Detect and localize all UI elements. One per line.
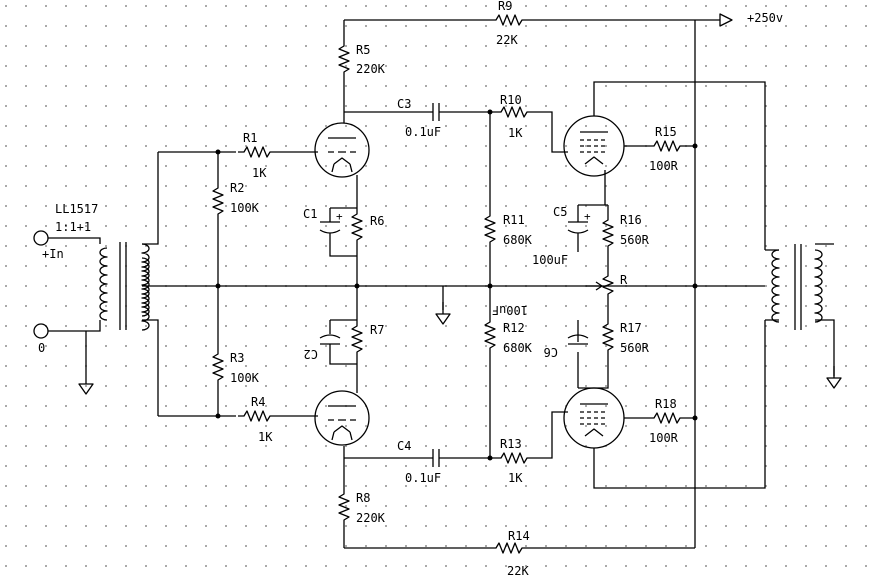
transformer-in-ratio: 1:1+1 — [55, 220, 91, 234]
r5-value: 220K — [356, 62, 386, 76]
resistor-r6 — [351, 207, 363, 249]
output-transformer — [765, 243, 835, 376]
r17-value: 560R — [620, 341, 650, 355]
r11-value: 680K — [503, 233, 533, 247]
r7-label: R7 — [370, 323, 384, 337]
r2-value: 100K — [230, 201, 260, 215]
supply-label: +250v — [747, 11, 783, 25]
r4-value: 1K — [258, 430, 273, 444]
input-terminal-zero — [33, 323, 49, 339]
capacitor-c5: + — [567, 210, 591, 240]
r5-label: R5 — [356, 43, 370, 57]
triode-upper — [314, 122, 370, 178]
resistor-r1 — [237, 146, 279, 158]
c5-value: 100uF — [532, 253, 568, 267]
capacitor-c4 — [419, 448, 453, 468]
r8-label: R8 — [356, 491, 370, 505]
c6-label: C6 — [544, 345, 558, 359]
r6-label: R6 — [370, 214, 384, 228]
r3-value: 100K — [230, 371, 260, 385]
resistor-r16 — [602, 213, 614, 255]
capacitor-c6 — [567, 334, 589, 345]
svg-text:+: + — [336, 210, 343, 223]
resistor-r11 — [484, 209, 496, 251]
ground-symbol-center — [435, 301, 451, 325]
resistor-r8 — [338, 487, 350, 529]
supply-arrow-icon — [719, 13, 733, 27]
c4-value: 0.1uF — [405, 471, 441, 485]
resistor-r5 — [338, 39, 350, 81]
r10-label: R10 — [500, 93, 522, 107]
triode-lower — [314, 390, 370, 446]
resistor-r9 — [489, 14, 531, 26]
transformer-in-name: LL1517 — [55, 202, 98, 216]
r3-label: R3 — [230, 351, 244, 365]
r18-label: R18 — [655, 397, 677, 411]
r8-value: 220K — [356, 511, 386, 525]
r10-value: 1K — [508, 126, 523, 140]
r16-label: R16 — [620, 213, 642, 227]
ground-symbol-output — [826, 365, 842, 389]
capacitor-c3 — [419, 102, 453, 122]
r14-label: R14 — [508, 529, 530, 543]
r1-value: 1K — [252, 166, 267, 180]
c6-value: 100uF — [492, 303, 528, 317]
resistor-r14 — [489, 542, 531, 554]
c4-label: C4 — [397, 439, 411, 453]
capacitor-c2 — [319, 320, 341, 356]
r12-value: 680K — [503, 341, 533, 355]
resistor-r3 — [212, 347, 224, 389]
input-zero-label: 0 — [38, 341, 45, 355]
resistor-r2 — [212, 181, 224, 223]
resistor-r10 — [494, 106, 536, 118]
r11-label: R11 — [503, 213, 525, 227]
r15-label: R15 — [655, 125, 677, 139]
r13-label: R13 — [500, 437, 522, 451]
r13-value: 1K — [508, 471, 523, 485]
resistor-r4 — [237, 410, 279, 422]
r18-value: 100R — [649, 431, 679, 445]
svg-text:+: + — [584, 210, 591, 223]
r12-label: R12 — [503, 321, 525, 335]
c2-label: C2 — [304, 347, 318, 361]
r17-label: R17 — [620, 321, 642, 335]
c5-label: C5 — [553, 205, 567, 219]
input-terminal-plus — [33, 230, 49, 246]
pot-label: R — [620, 273, 628, 287]
c3-label: C3 — [397, 97, 411, 111]
c1-label: C1 — [303, 207, 317, 221]
ground-symbol-input — [78, 371, 94, 395]
r15-value: 100R — [649, 159, 679, 173]
resistor-r17 — [602, 317, 614, 359]
r14-value: 22K — [507, 564, 529, 578]
pentode-upper — [563, 115, 625, 177]
input-plus-label: +In — [42, 247, 64, 261]
r9-value: 22K — [496, 33, 518, 47]
resistor-r7 — [351, 319, 363, 361]
c3-value: 0.1uF — [405, 125, 441, 139]
resistor-r18 — [647, 412, 689, 424]
r1-label: R1 — [243, 131, 257, 145]
potentiometer-balance — [586, 270, 614, 302]
resistor-r12 — [484, 315, 496, 357]
resistor-r13 — [494, 452, 536, 464]
capacitor-c1: + — [319, 208, 343, 246]
r2-label: R2 — [230, 181, 244, 195]
input-transformer — [99, 242, 150, 331]
pentode-lower — [563, 387, 625, 449]
r4-label: R4 — [251, 395, 265, 409]
resistor-r15 — [647, 140, 689, 152]
r9-label: R9 — [498, 0, 512, 13]
r16-value: 560R — [620, 233, 650, 247]
